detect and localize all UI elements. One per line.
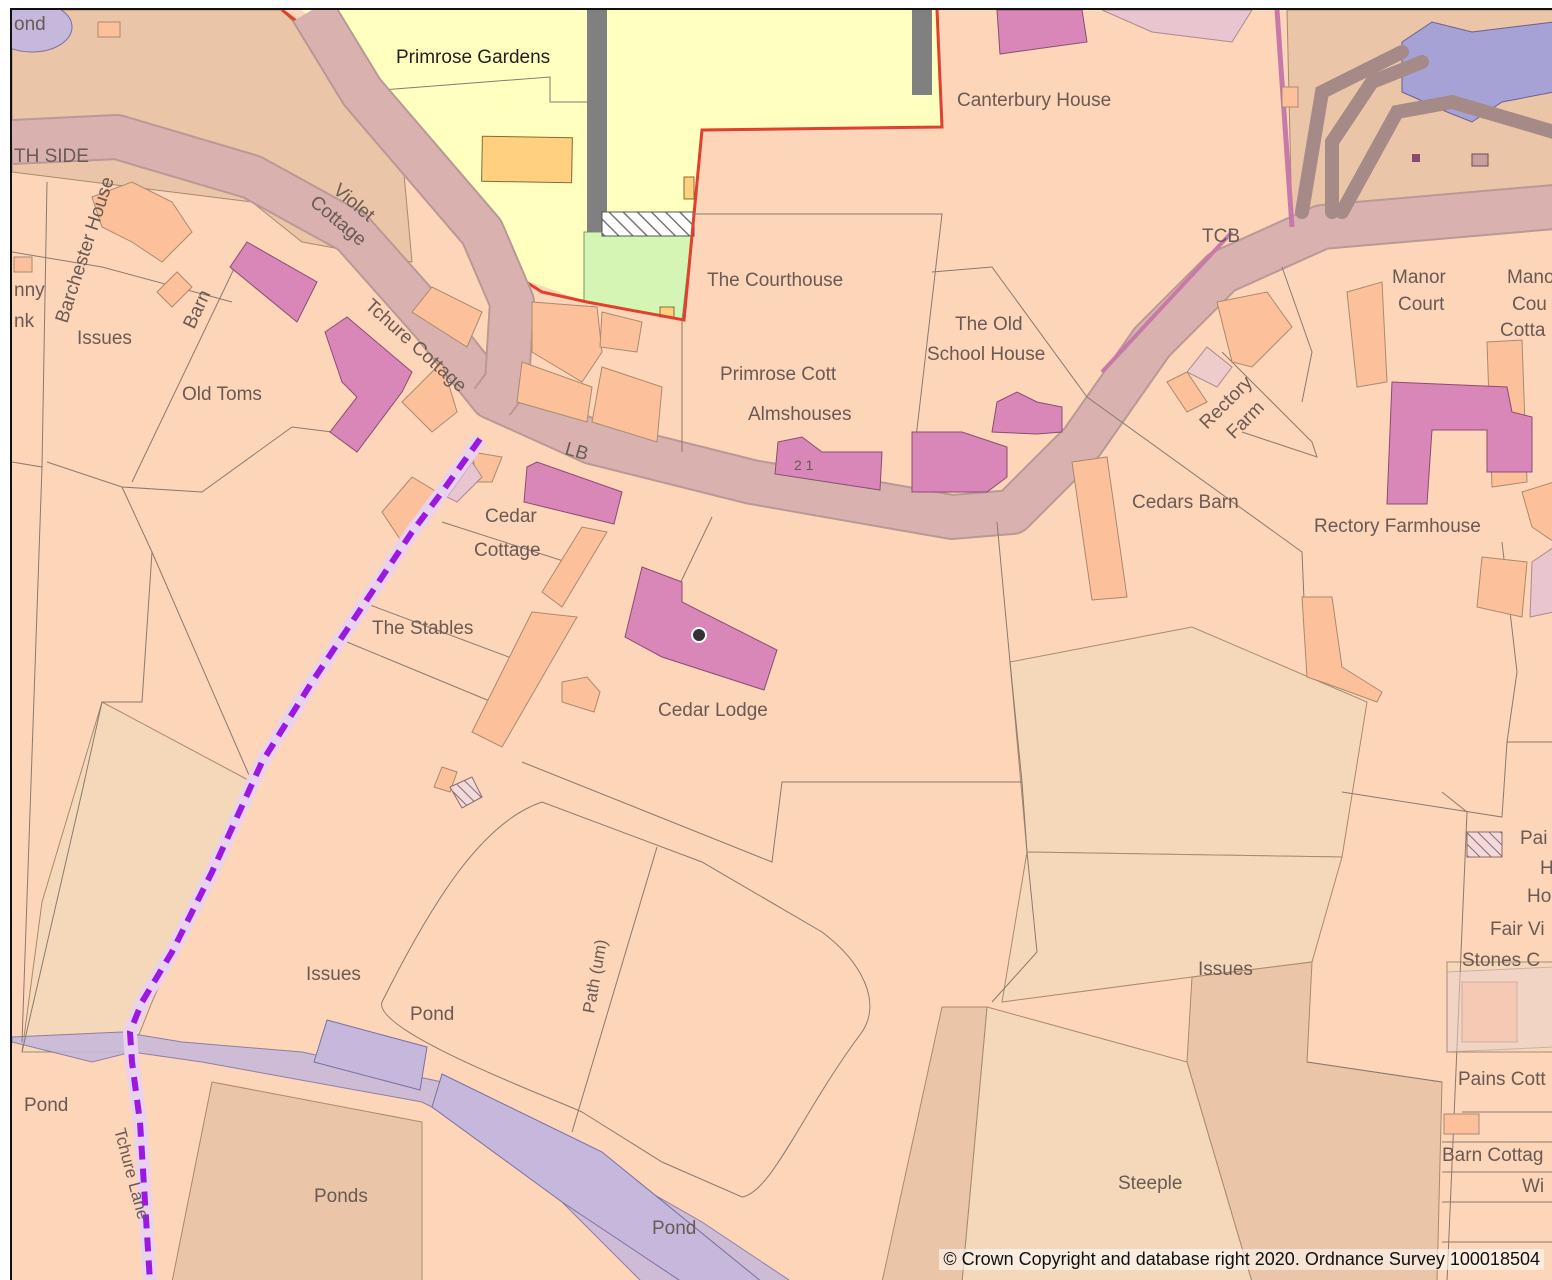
map-view[interactable]: ond Primrose Gardens Canterbury House TH… — [10, 8, 1552, 1280]
label-old-toms: Old Toms — [182, 384, 262, 405]
label-cedars-barn: Cedars Barn — [1132, 492, 1239, 513]
point-marker[interactable] — [691, 627, 707, 643]
right-of-way-path — [126, 437, 483, 1280]
label-issues-2: Issues — [306, 964, 361, 985]
label-nny: nny — [14, 280, 45, 301]
map-canvas[interactable]: ond Primrose Gardens Canterbury House TH… — [12, 10, 1552, 1280]
label-h: H — [1540, 858, 1552, 879]
field-east — [1009, 626, 1368, 858]
ne-pink — [1101, 10, 1253, 43]
label-fair-vi: Fair Vi — [1490, 919, 1545, 940]
label-pai: Pai — [1520, 828, 1547, 849]
label-pond-1: Pond — [410, 1004, 454, 1025]
ponds-area — [171, 1081, 423, 1280]
copyright-notice: © Crown Copyright and database right 202… — [939, 1249, 1544, 1270]
label-primrose-gardens: Primrose Gardens — [396, 47, 550, 68]
label-pains-cott: Pains Cott — [1458, 1069, 1546, 1090]
orange-building — [481, 135, 573, 184]
road-pink-edge — [1100, 230, 1234, 374]
ne-paths — [1295, 45, 1552, 219]
pond-nw — [12, 10, 73, 53]
strip-steeple — [881, 1006, 988, 1280]
label-almshouses: Almshouses — [748, 404, 852, 425]
label-ponds: Ponds — [314, 1186, 368, 1207]
label-canterbury-house: Canterbury House — [957, 90, 1111, 111]
label-pond-3: Pond — [652, 1218, 696, 1239]
label-ho: Ho — [1527, 886, 1551, 907]
plot-line — [381, 76, 587, 103]
side-road — [294, 10, 533, 415]
label-courthouse: The Courthouse — [707, 270, 843, 291]
pond-rect-1 — [313, 1019, 428, 1091]
label-nk: nk — [14, 311, 35, 332]
label-pond-2: Pond — [24, 1095, 68, 1116]
label-pond-tl: ond — [14, 14, 46, 35]
grey-wall-1 — [587, 10, 607, 232]
label-issues-3: Issues — [1198, 959, 1253, 980]
site-yellow — [302, 10, 942, 302]
label-issues-1: Issues — [77, 328, 132, 349]
main-road — [12, 116, 1552, 538]
orange-small-1 — [683, 176, 695, 200]
label-almshouse-numbers: 2 1 — [794, 457, 814, 473]
label-the-stables: The Stables — [372, 618, 473, 639]
label-primrose-cott: Primrose Cott — [720, 364, 837, 385]
label-stones-c: Stones C — [1462, 950, 1540, 971]
pond-long — [431, 1073, 761, 1280]
label-rectory-farmhouse: Rectory Farmhouse — [1314, 516, 1481, 537]
label-wi: Wi — [1522, 1176, 1544, 1197]
hatched-area — [601, 211, 695, 237]
buildings — [13, 21, 1552, 1135]
label-steeple: Steeple — [1118, 1173, 1182, 1194]
grey-wall-2 — [912, 10, 932, 95]
label-th-side: TH SIDE — [14, 146, 89, 167]
label-cedar-lodge: Cedar Lodge — [658, 700, 768, 721]
label-barn-cottage: Barn Cottag — [1442, 1145, 1543, 1166]
label-tcb: TCB — [1202, 226, 1240, 247]
lane-pink-edge — [1274, 10, 1295, 228]
